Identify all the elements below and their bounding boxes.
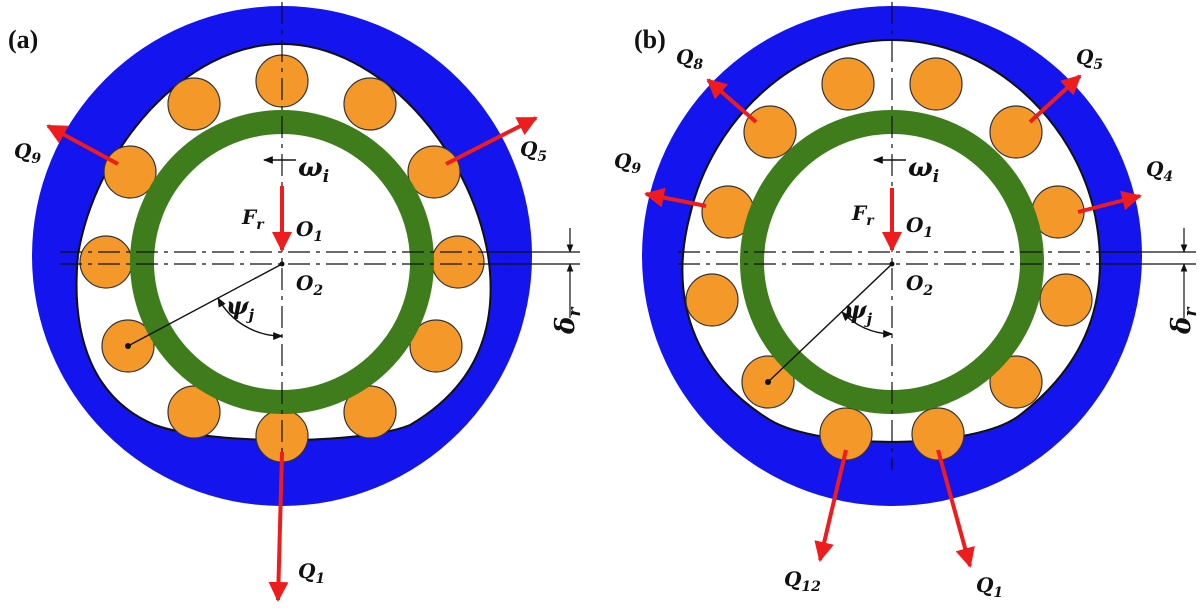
delta-label: δr: [1167, 307, 1200, 335]
o2-label: O2: [906, 271, 933, 299]
load-arrow-q9: [46, 124, 119, 166]
force-label: Fr: [851, 201, 875, 229]
q5-label: Q5: [520, 137, 547, 165]
q1-label: Q1: [976, 573, 1003, 601]
load-arrow-q9: [644, 187, 707, 208]
panel-b-tag: (b): [634, 25, 666, 54]
force-label: Fr: [241, 205, 265, 233]
q1-label: Q1: [298, 559, 325, 587]
o1-label: O1: [296, 217, 323, 245]
roller: [909, 57, 963, 111]
q9-label: Q9: [14, 139, 41, 167]
q9-label: Q9: [614, 149, 641, 177]
load-arrow-q12: [814, 449, 848, 562]
psi-label: ψj: [226, 291, 255, 324]
roller: [343, 77, 397, 131]
roller: [431, 235, 485, 289]
roller: [343, 385, 397, 439]
roller: [167, 385, 221, 439]
load-arrow-q8: [706, 78, 758, 124]
roller: [819, 407, 873, 461]
psi-label: ψj: [844, 295, 873, 328]
delta-dimension: [500, 228, 580, 318]
delta-label: δr: [551, 307, 585, 335]
panel-a-tag: (a): [8, 25, 38, 54]
roller: [911, 407, 965, 461]
roller: [821, 57, 875, 111]
omega-label: ωi: [908, 153, 939, 187]
roller: [989, 355, 1043, 409]
roller: [409, 319, 463, 373]
delta-dimension: [1108, 228, 1196, 318]
load-arrow-q5: [1028, 74, 1082, 124]
q8-label: Q8: [676, 45, 703, 73]
psi-angle: [765, 261, 895, 385]
q4-label: Q4: [1146, 157, 1173, 185]
roller: [1039, 273, 1093, 327]
o1-label: O1: [906, 213, 933, 241]
panel-b: (b): [614, 2, 1200, 601]
roller: [407, 145, 461, 199]
q12-label: Q12: [784, 567, 821, 595]
load-arrow-q5: [445, 116, 538, 166]
roller: [743, 105, 797, 159]
load-arrow-q1: [936, 449, 975, 568]
load-arrow-q1: [268, 451, 289, 602]
o2-label: O2: [296, 271, 323, 299]
omega-label: ωi: [298, 153, 329, 187]
roller: [989, 105, 1043, 159]
load-arrow-q4: [1077, 190, 1142, 214]
roller: [103, 145, 157, 199]
q5-label: Q5: [1076, 45, 1103, 73]
panel-a: (a): [8, 2, 585, 602]
psi-angle: [125, 261, 285, 349]
roller: [685, 273, 739, 327]
roller: [167, 77, 221, 131]
roller: [79, 235, 133, 289]
rollers: [79, 54, 485, 463]
